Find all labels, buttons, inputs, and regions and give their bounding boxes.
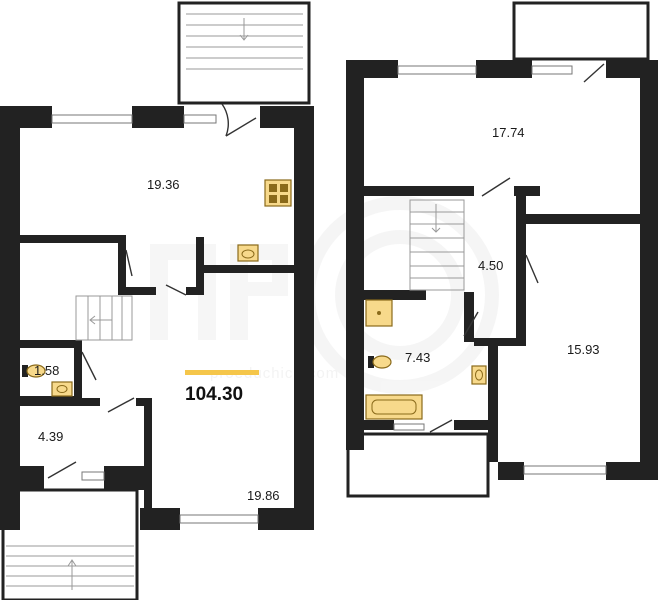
floor1-doors bbox=[47, 103, 257, 479]
floor2-windows bbox=[393, 65, 607, 475]
floor-2: 17.74 4.50 7.43 15.93 bbox=[346, 1, 658, 498]
room-area-bathroom: 7.43 bbox=[405, 350, 430, 365]
room-area-hall: 4.50 bbox=[478, 258, 503, 273]
top-balcony bbox=[512, 1, 650, 61]
room-area-kitchen: 19.36 bbox=[147, 177, 180, 192]
floor1-walls bbox=[0, 106, 314, 530]
top-terrace bbox=[177, 1, 311, 105]
floor2-walls bbox=[346, 60, 658, 480]
room-area-wc: 1.58 bbox=[34, 363, 59, 378]
toilet-icon bbox=[22, 364, 46, 378]
shower-icon bbox=[365, 299, 393, 327]
bathtub-icon bbox=[365, 394, 423, 420]
floor1-stairs bbox=[75, 295, 133, 341]
toilet-icon-floor2 bbox=[368, 355, 392, 369]
washbasin-icon bbox=[51, 381, 73, 397]
total-area: 104.30 bbox=[185, 384, 243, 405]
floor2-stairs bbox=[409, 199, 465, 291]
washbasin-icon-floor2 bbox=[471, 365, 487, 385]
floor2-doors bbox=[429, 63, 605, 433]
room-area-bedroom: 4.39 bbox=[38, 429, 63, 444]
room-area-room-top: 17.74 bbox=[492, 125, 525, 140]
floor-1: 19.36 1.58 4.39 19.86 104.30 bbox=[0, 1, 314, 600]
stove-icon bbox=[264, 179, 292, 207]
kitchen-sink-icon bbox=[237, 244, 259, 262]
bottom-balcony bbox=[346, 432, 490, 498]
room-area-living: 19.86 bbox=[247, 488, 280, 503]
room-area-room-right: 15.93 bbox=[567, 342, 600, 357]
floor1-windows bbox=[51, 114, 259, 524]
bottom-terrace bbox=[1, 488, 139, 600]
total-area-accent bbox=[185, 370, 259, 375]
